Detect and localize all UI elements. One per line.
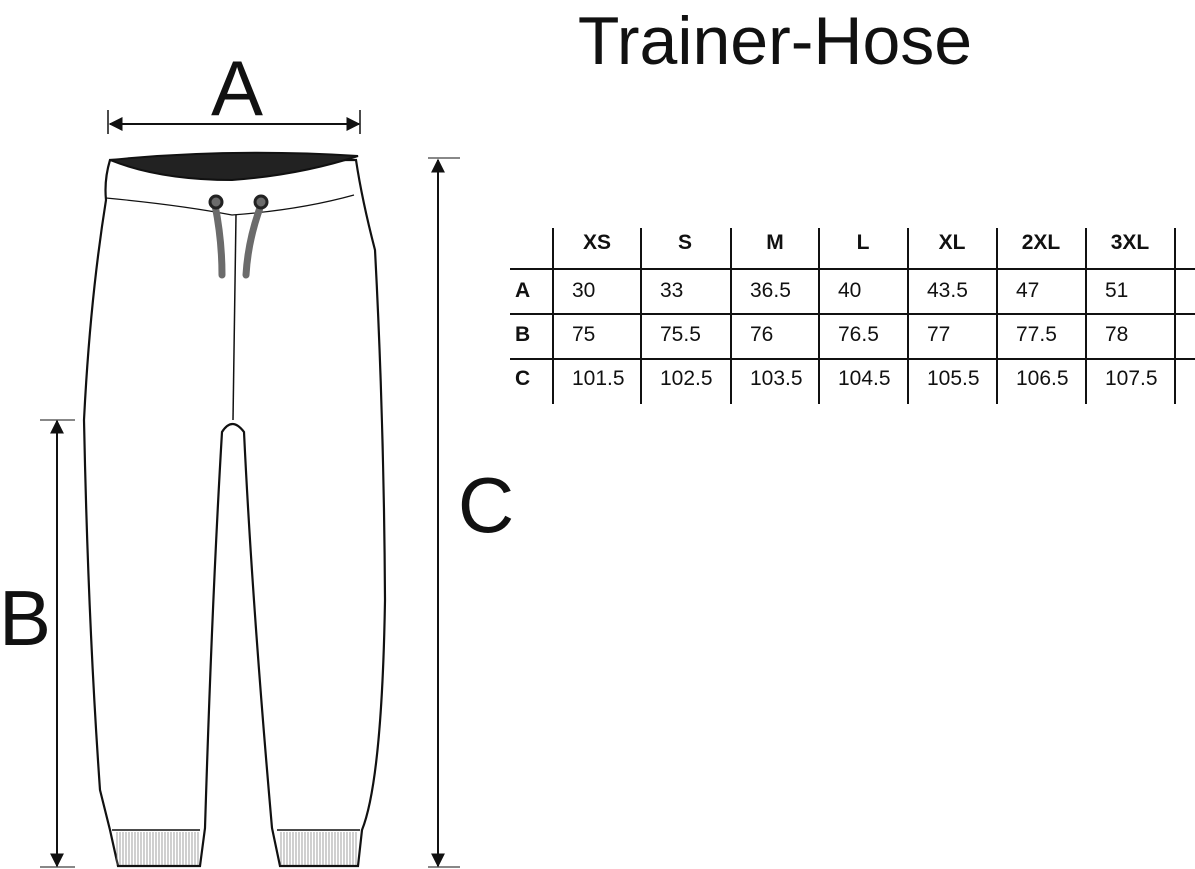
- page-title: Trainer-Hose: [577, 3, 973, 79]
- dimension-b-label: B: [0, 574, 51, 662]
- drawstring: [211, 201, 265, 279]
- cuff-ribs: [116, 832, 357, 865]
- pants-outline: [82, 158, 387, 868]
- dimension-c-label: C: [458, 461, 514, 549]
- dimension-a-label: A: [211, 44, 263, 132]
- waistband-inner: [109, 151, 359, 182]
- center-seam: [232, 214, 237, 421]
- waistband-edge: [105, 194, 355, 216]
